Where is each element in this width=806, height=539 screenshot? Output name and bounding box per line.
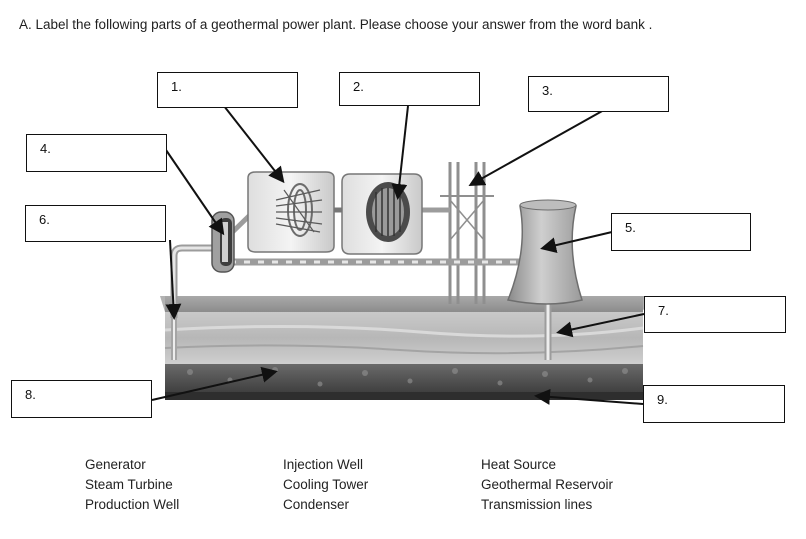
word-bank: Generator Injection Well Heat Source Ste…: [85, 455, 701, 515]
label-box-1[interactable]: 1.: [157, 72, 298, 108]
label-box-3[interactable]: 3.: [528, 76, 669, 112]
steam-turbine-housing: [247, 171, 342, 253]
word-bank-item: Production Well: [85, 497, 180, 512]
word-bank-item: Heat Source: [481, 457, 557, 472]
label-box-4[interactable]: 4.: [26, 134, 167, 172]
label-box-5[interactable]: 5.: [611, 213, 751, 251]
word-bank-item: Generator: [85, 457, 146, 472]
word-bank-item: Injection Well: [283, 457, 364, 472]
word-bank-item: Transmission lines: [481, 497, 593, 512]
transmission-tower: [440, 162, 494, 304]
generator-housing: [341, 173, 423, 255]
label-pointers: [151, 105, 645, 405]
word-bank-item: Condenser: [283, 497, 350, 512]
word-bank-item: Steam Turbine: [85, 477, 173, 492]
instruction-text: A. Label the following parts of a geothe…: [19, 17, 653, 32]
ground-cross-section: [160, 296, 664, 400]
label-box-6[interactable]: 6.: [25, 205, 166, 242]
cooling-tower: [506, 199, 583, 305]
steam-pipes: [170, 207, 552, 360]
label-box-2[interactable]: 2.: [339, 72, 480, 106]
label-box-9[interactable]: 9.: [643, 385, 785, 423]
word-bank-item: Cooling Tower: [283, 477, 369, 492]
label-box-7[interactable]: 7.: [644, 296, 786, 333]
label-box-8[interactable]: 8.: [11, 380, 152, 418]
word-bank-item: Geothermal Reservoir: [481, 477, 614, 492]
